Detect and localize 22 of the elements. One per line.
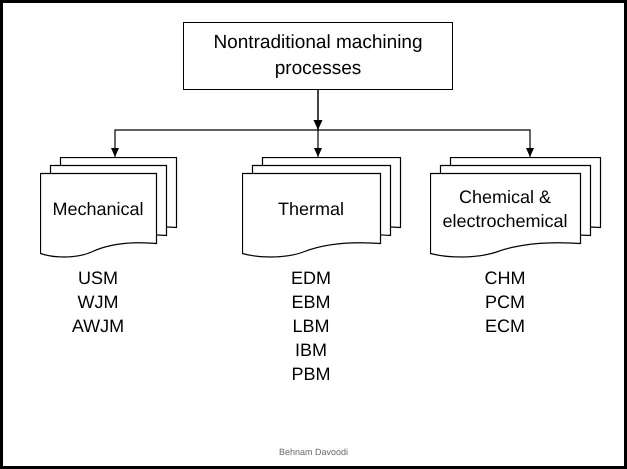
process-abbreviation: EDM xyxy=(291,267,331,290)
document-stack xyxy=(430,157,602,259)
node-label: Thermal xyxy=(278,198,344,221)
process-abbreviation: CHM xyxy=(484,267,526,290)
process-abbreviation: LBM xyxy=(292,315,330,338)
process-abbreviation: EBM xyxy=(291,291,330,314)
document-stack xyxy=(242,157,402,259)
document-stack xyxy=(40,157,178,259)
connector-arrow xyxy=(317,90,534,157)
footer-text: Behnam Davoodi xyxy=(278,446,348,459)
process-box xyxy=(183,22,453,90)
node-label: Mechanical xyxy=(52,198,144,221)
process-abbreviation: PBM xyxy=(291,363,330,386)
process-abbreviation: IBM xyxy=(294,339,327,362)
process-abbreviation: WJM xyxy=(78,291,118,314)
process-abbreviation: ECM xyxy=(485,315,525,338)
node-label: Nontraditional machining processes xyxy=(212,31,424,81)
process-abbreviation: PCM xyxy=(485,291,525,314)
process-abbreviation: USM xyxy=(78,267,118,290)
node-label: Chemical & electrochemical xyxy=(441,186,569,233)
arrowhead xyxy=(314,120,322,130)
process-abbreviation: AWJM xyxy=(72,315,124,338)
